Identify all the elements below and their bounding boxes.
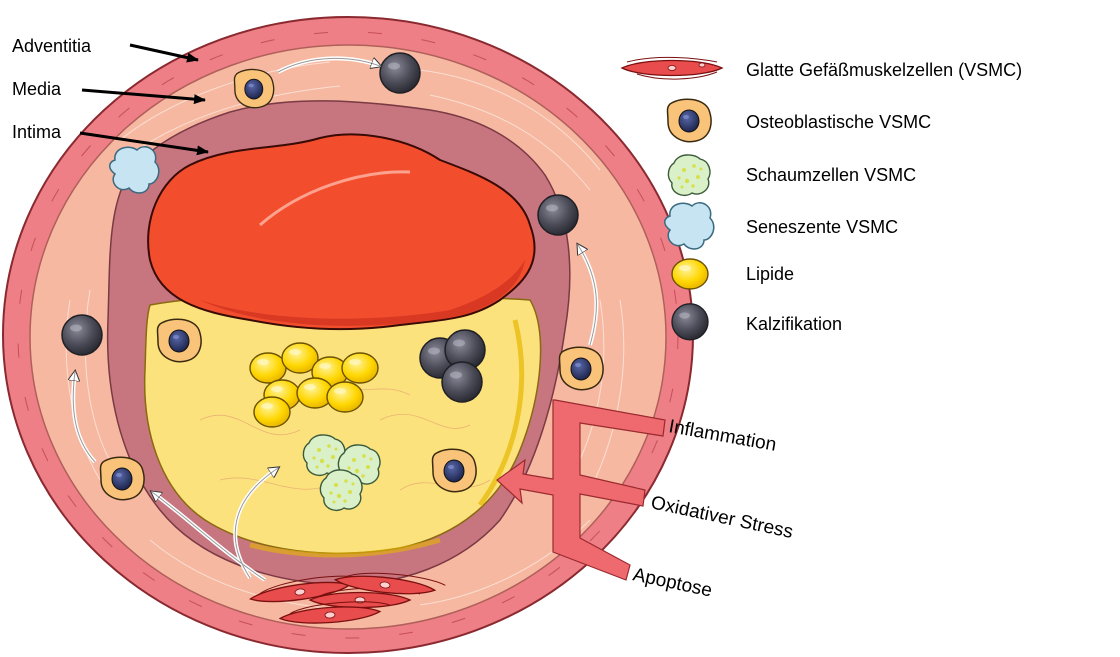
osteoblastic-cell-icon bbox=[668, 99, 712, 141]
media-label: Media bbox=[12, 79, 62, 99]
stimulus-inflammation: Inflammation bbox=[667, 416, 778, 456]
calcification-icon bbox=[672, 304, 708, 340]
adventitia-label: Adventitia bbox=[12, 36, 92, 56]
legend-label-senescent: Seneszente VSMC bbox=[746, 217, 898, 237]
osteoblastic-cell bbox=[433, 449, 477, 491]
stimulus-apoptosis: Apoptose bbox=[631, 564, 714, 601]
calcification bbox=[538, 195, 578, 235]
osteoblastic-cell bbox=[101, 457, 145, 499]
senescent-cell-icon bbox=[665, 203, 714, 249]
legend-label-foam: Schaumzellen VSMC bbox=[746, 165, 916, 185]
osteoblastic-cell bbox=[234, 69, 273, 107]
legend-label-osteoblastic: Osteoblastische VSMC bbox=[746, 112, 931, 132]
calcification bbox=[380, 53, 420, 93]
legend-label-smc: Glatte Gefäßmuskelzellen (VSMC) bbox=[746, 60, 1022, 80]
smooth-muscle-cells-icon bbox=[622, 57, 722, 79]
osteoblastic-cell bbox=[560, 347, 604, 389]
legend-label-lipid: Lipide bbox=[746, 264, 794, 284]
osteoblastic-cell bbox=[158, 319, 202, 361]
intima-label: Intima bbox=[12, 122, 62, 142]
stimulus-oxidative-stress: Oxidativer Stress bbox=[649, 492, 795, 543]
legend-label-calcification: Kalzifikation bbox=[746, 314, 842, 334]
foam-cell-icon bbox=[668, 155, 710, 195]
lipid-droplet-icon bbox=[672, 259, 708, 289]
calcification bbox=[62, 315, 102, 355]
